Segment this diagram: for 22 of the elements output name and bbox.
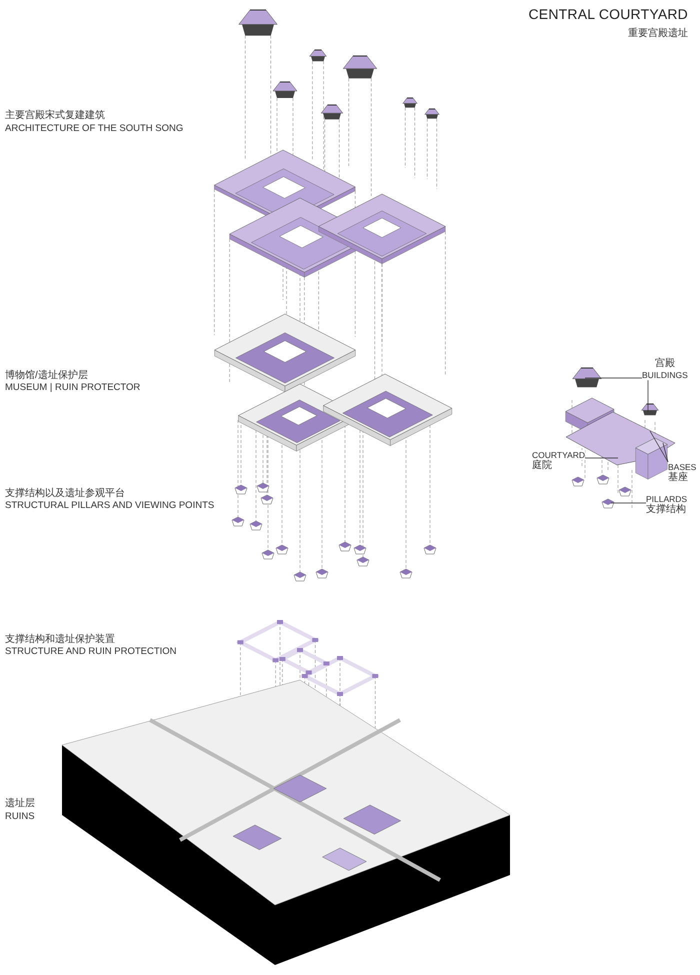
layer-label: 博物馆/遗址保护层 [5,368,88,382]
subtitle-text: 重要宫殿遗址 [628,26,688,40]
leader-line [610,502,646,504]
layer-label: STRUCTURAL PILLARS AND VIEWING POINTS [5,500,214,511]
callout-label: BUILDINGS [642,370,688,380]
layer-label: ARCHITECTURE OF THE SOUTH SONG [5,123,184,134]
layer-label: 支撑结构以及遗址参观平台 [5,486,125,500]
callout-label: COURTYARD [532,450,586,460]
diagram-title: CENTRAL COURTYARD [528,6,688,22]
layer-label: 支撑结构和遗址保护装置 [5,632,115,646]
callout-label: 庭院 [532,460,552,472]
layer-label: 遗址层 [5,796,35,810]
callout-label: BASES [668,462,696,472]
layer-label: 主要宫殿宋式复建建筑 [5,108,105,122]
callout-label: 支撑结构 [646,504,686,516]
callout-label: PILLARDS [646,494,688,504]
layer-label: STRUCTURE AND RUIN PROTECTION [5,646,177,657]
leader-line [662,442,668,462]
layer-label: RUINS [5,811,35,822]
layer-label: MUSEUM | RUIN PROTECTOR [5,382,140,393]
leader-line [650,430,668,462]
callout-label: 宫殿 [654,358,675,370]
